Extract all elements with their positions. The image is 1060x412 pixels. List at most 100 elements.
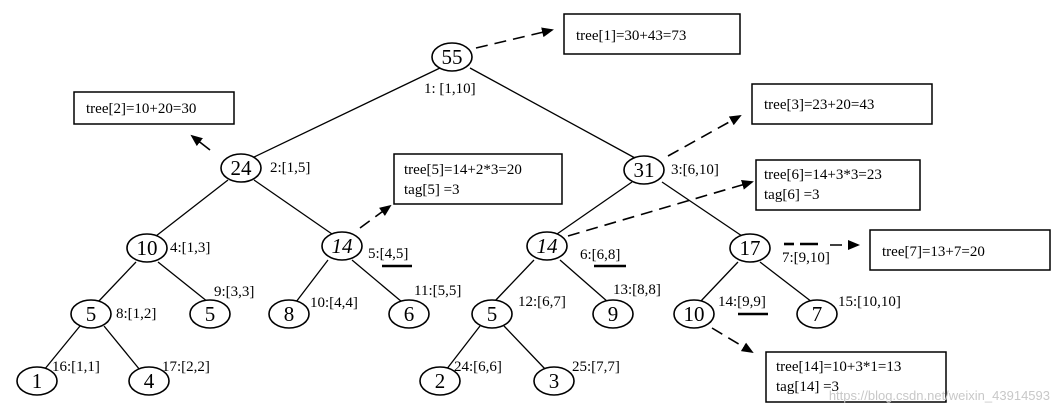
node-value: 5 — [86, 302, 97, 326]
node-interval-label: 5:[4,5] — [368, 246, 408, 262]
node-value: 14 — [332, 234, 354, 258]
node-6: 14 6:[6,8] — [526, 231, 626, 268]
node-interval-label: 3:[6,10] — [671, 162, 719, 178]
node-interval-label: 10:[4,4] — [310, 295, 358, 311]
node-3: 31 3:[6,10] — [623, 155, 719, 185]
node-interval-label: 24:[6,6] — [454, 359, 502, 375]
node-interval-label: 4:[1,3] — [170, 240, 210, 256]
edge-6-13 — [559, 259, 609, 303]
box-tree-3: tree[3]=23+20=43 — [751, 83, 933, 125]
node-8: 5 8:[1,2] — [70, 299, 156, 329]
edge-2-5 — [253, 179, 333, 235]
box-text: tag[5] =3 — [404, 182, 460, 198]
node-10: 8 10:[4,4] — [268, 295, 358, 329]
node-value: 17 — [740, 236, 761, 260]
node-interval-label: 11:[5,5] — [414, 283, 461, 299]
node-14: 10 14:[9,9] — [673, 294, 768, 329]
edge-8-17 — [103, 325, 141, 371]
node-24: 2 24:[6,6] — [419, 359, 502, 396]
annotation-arrows — [190, 27, 860, 354]
node-interval-label: 14:[9,9] — [718, 294, 766, 310]
node-interval-label: 16:[1,1] — [52, 359, 100, 375]
edge-4-8 — [97, 261, 137, 303]
node-12: 5 12:[6,7] — [471, 294, 566, 329]
node-interval-label: 2:[1,5] — [270, 160, 310, 176]
node-4: 10 4:[1,3] — [126, 233, 210, 263]
node-7: 17 7:[9,10] — [729, 233, 830, 266]
arrow-node3-to-box — [667, 115, 742, 157]
edge-3-7 — [661, 181, 743, 237]
box-text: tree[1]=30+43=73 — [576, 28, 686, 44]
tree-edges — [43, 67, 813, 371]
node-value: 9 — [608, 302, 619, 326]
edge-4-9 — [157, 261, 209, 303]
arrow-root-to-box — [475, 27, 554, 49]
node-interval-label: 6:[6,8] — [580, 247, 620, 263]
node-value: 6 — [404, 302, 415, 326]
node-11: 6 11:[5,5] — [388, 283, 461, 329]
node-value: 2 — [435, 369, 446, 393]
watermark: https://blog.csdn.net/weixin_43914593 — [829, 388, 1050, 403]
edge-12-25 — [503, 325, 547, 371]
node-interval-label: 7:[9,10] — [782, 250, 830, 266]
node-interval-label: 1: [1,10] — [424, 81, 476, 97]
node-15: 7 15:[10,10] — [796, 294, 901, 329]
node-value: 24 — [231, 156, 253, 180]
node-17: 4 17:[2,2] — [128, 359, 210, 396]
edge-2-4 — [155, 179, 229, 237]
node-interval-label: 17:[2,2] — [162, 359, 210, 375]
node-interval-label: 8:[1,2] — [116, 306, 156, 322]
box-tree-6: tree[6]=14+3*3=23 tag[6] =3 — [755, 159, 921, 211]
arrow-node2-to-box — [190, 134, 211, 151]
node-value: 7 — [812, 302, 823, 326]
edge-1-2 — [251, 67, 441, 159]
box-text: tag[14] =3 — [776, 379, 839, 395]
node-value: 4 — [144, 369, 155, 393]
edge-7-15 — [759, 261, 813, 303]
arrow-node6-to-box — [567, 180, 754, 237]
node-value: 5 — [487, 302, 498, 326]
box-text: tree[7]=13+7=20 — [882, 244, 985, 260]
box-tree-7: tree[7]=13+7=20 — [869, 229, 1051, 271]
box-tree-5: tree[5]=14+2*3=20 tag[5] =3 — [393, 153, 563, 205]
box-text: tree[2]=10+20=30 — [86, 101, 196, 117]
edge-1-3 — [469, 67, 636, 159]
node-root: 55 1: [1,10] — [424, 42, 476, 97]
edge-12-24 — [445, 325, 481, 371]
node-value: 10 — [684, 302, 705, 326]
node-value: 5 — [205, 302, 216, 326]
edge-5-11 — [351, 259, 403, 303]
arrow-node5-to-box — [359, 204, 392, 229]
node-value: 1 — [32, 369, 43, 393]
box-text: tree[5]=14+2*3=20 — [404, 162, 522, 178]
node-9: 5 9:[3,3] — [189, 284, 254, 329]
edge-8-16 — [43, 325, 81, 371]
edge-7-14 — [699, 261, 739, 303]
node-16: 1 16:[1,1] — [16, 359, 100, 396]
node-2: 24 2:[1,5] — [220, 153, 310, 183]
node-5: 14 5:[4,5] — [321, 231, 412, 268]
node-value: 8 — [284, 302, 295, 326]
node-interval-label: 13:[8,8] — [613, 282, 661, 298]
box-tree-14: tree[14]=10+3*1=13 tag[14] =3 — [765, 351, 947, 403]
node-value: 3 — [549, 369, 560, 393]
box-tree-1: tree[1]=30+43=73 — [563, 13, 741, 55]
box-text: tree[3]=23+20=43 — [764, 97, 874, 113]
node-value: 10 — [137, 236, 158, 260]
box-tree-2: tree[2]=10+20=30 — [73, 91, 235, 125]
node-interval-label: 15:[10,10] — [838, 294, 901, 310]
node-13: 9 13:[8,8] — [592, 282, 661, 329]
node-value: 55 — [442, 45, 463, 69]
node-interval-label: 12:[6,7] — [518, 294, 566, 310]
node-25: 3 25:[7,7] — [533, 359, 620, 396]
edge-5-10 — [295, 259, 329, 303]
edge-3-6 — [556, 181, 633, 235]
arrow-node14-to-box — [711, 327, 754, 354]
node-value: 31 — [634, 158, 655, 182]
node-interval-label: 25:[7,7] — [572, 359, 620, 375]
node-value: 14 — [537, 234, 559, 258]
box-text: tree[14]=10+3*1=13 — [776, 359, 901, 375]
box-text: tag[6] =3 — [764, 187, 820, 203]
